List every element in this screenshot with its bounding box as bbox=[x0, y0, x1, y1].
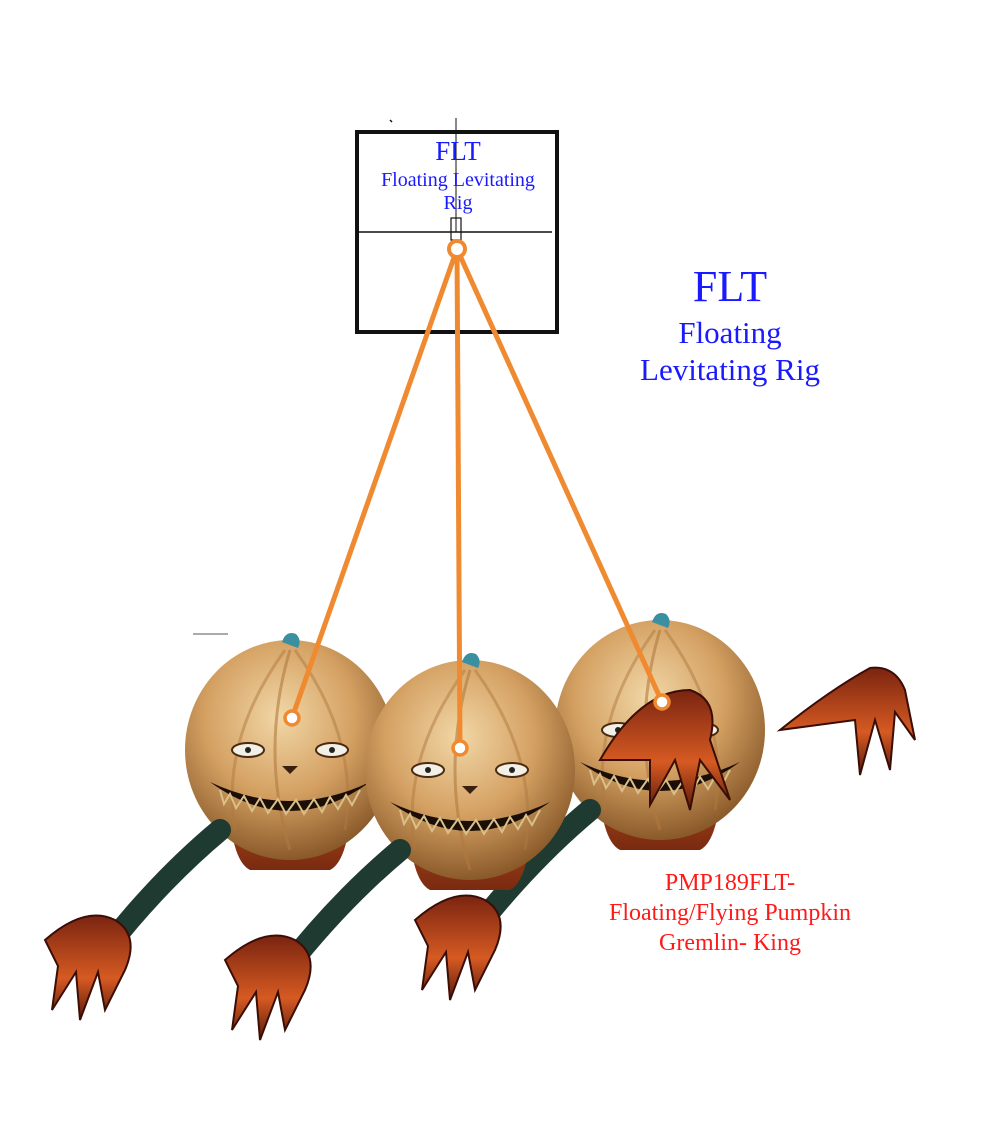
product-name-line2: Gremlin- King bbox=[659, 930, 801, 956]
side-label-name-line1: Floating bbox=[678, 315, 781, 350]
gremlin-figure-left bbox=[45, 633, 395, 1020]
wire-to-left-figure bbox=[289, 246, 460, 721]
side-label-abbrev: FLT bbox=[693, 262, 767, 311]
side-label-name-line2: Levitating Rig bbox=[640, 352, 820, 387]
wire-anchor-right bbox=[653, 693, 671, 711]
product-label: PMP189FLT- Floating/Flying Pumpkin Greml… bbox=[609, 870, 851, 956]
rig-box-name-line2: Rig bbox=[444, 192, 473, 214]
product-name-line1: Floating/Flying Pumpkin bbox=[609, 900, 851, 926]
gremlin-figure-right bbox=[415, 613, 916, 1000]
wire-anchor-center bbox=[451, 739, 469, 757]
product-code: PMP189FLT- bbox=[665, 870, 795, 896]
stray-mark bbox=[389, 119, 393, 123]
wire-to-center-figure bbox=[454, 246, 463, 751]
rig-box-abbrev: FLT bbox=[435, 136, 481, 166]
suspension-wires bbox=[283, 239, 671, 757]
wire-anchor-top bbox=[447, 239, 467, 259]
wire-anchor-left bbox=[283, 709, 301, 727]
rig-box-name-line1: Floating Levitating bbox=[381, 169, 535, 191]
side-label: FLT Floating Levitating Rig bbox=[640, 262, 820, 387]
wire-to-right-figure bbox=[454, 246, 665, 705]
